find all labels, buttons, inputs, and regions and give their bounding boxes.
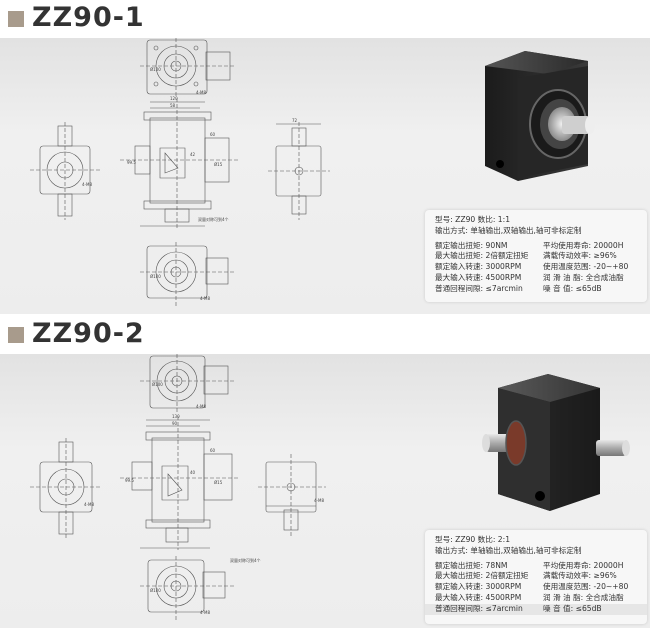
spec-cell: 满载传动效率: ≥96% [543,571,617,581]
spec-cell: 最大输入转速: 4500RPM [435,592,522,602]
left-view-drawing [30,122,100,220]
dim-label: 60 [210,132,216,137]
gearbox-photo [482,374,630,511]
section-header: ZZ90-2 [0,316,650,354]
spec-model: 型号: ZZ90 数比: 1:1 [435,215,511,224]
spec-cell: 平均使用寿命: 20000H [543,240,624,250]
technical-drawing: Ø100 4-M8 120 58 72 双量对称可到4个 Ø100 4-M8 9… [30,38,330,306]
spec-cell: 平均使用寿命: 20000H [543,560,624,570]
spec-cell: 噪 音 值: ≤65dB [543,283,602,293]
section-header: ZZ90-1 [0,0,650,38]
dim-label: 99.5 [127,160,136,165]
spec-table: 型号: ZZ90 数比: 1:1 输出方式: 单轴输出,双轴输出,轴可非标定制 … [425,210,647,302]
spec-cell: 使用温度范围: -20~+80 [543,262,629,272]
dim-label: Ø100 [150,274,161,279]
front-view-drawing [120,416,240,550]
dim-label: 4-M8 [314,498,324,503]
spec-cell: 最大输入转速: 4500RPM [435,272,522,282]
top-view-drawing [140,354,236,412]
dim-label: 4-M8 [196,404,206,409]
dim-label: 双量对称可到4个 [230,557,261,563]
spec-cell: 普通回程间隙: ≤7arcmin [435,283,523,293]
dim-label: 4-M8 [200,610,210,615]
dim-label: 60 [210,448,216,453]
dim-label: Ø15 [214,162,223,167]
section-marker [8,11,24,27]
content-panel: Ø100 4-M8 120 58 72 双量对称可到4个 Ø100 4-M8 9… [0,38,650,314]
technical-drawing: Ø100 4-M8 130 90 双量对称可到4个 Ø100 4-M8 99.5… [30,354,326,620]
bottom-view-drawing [140,242,236,306]
right-view-drawing [258,454,326,536]
spec-cell: 额定输入转速: 3000RPM [435,262,522,272]
section-title: ZZ90-1 [32,2,145,33]
spec-cell: 普通回程间隙: ≤7arcmin [435,603,523,613]
dim-label: 双量对称可到4个 [198,216,229,222]
spec-cell: 满载传动效率: ≥96% [543,251,617,261]
product-section-zz90-2: ZZ90-2 [0,316,650,628]
dim-label: 90 [172,421,178,426]
dim-label: 4-M8 [200,296,210,301]
right-view-drawing [268,122,330,220]
spec-cell: 额定输入转速: 3000RPM [435,582,522,592]
section-marker [8,327,24,343]
dim-label: Ø15 [214,480,223,485]
product-section-zz90-1: ZZ90-1 [0,0,650,314]
spec-cell: 润 滑 油 脂: 全合成油脂 [543,592,624,602]
front-view-drawing [120,98,240,230]
dim-label: 42 [190,152,196,157]
dim-label: Ø100 [150,588,161,593]
dim-label: 4-M8 [196,90,206,95]
spec-table: 型号: ZZ90 数比: 2:1 输出方式: 单轴输出,双轴输出,轴可非标定制 … [425,530,647,624]
gearbox-photo [485,51,595,181]
dim-label: Ø100 [150,67,161,72]
dim-label: 120 [170,96,178,101]
dim-label: 130 [172,414,180,419]
spec-cell: 最大输出扭矩: 2倍额定扭矩 [435,571,529,581]
spec-model: 型号: ZZ90 数比: 2:1 [435,535,511,544]
spec-cell: 最大输出扭矩: 2倍额定扭矩 [435,251,529,261]
dim-label: 58 [170,103,176,108]
spec-output-mode: 输出方式: 单轴输出,双轴输出,轴可非标定制 [435,225,582,235]
spec-cell: 额定输出扭矩: 78NM [435,560,508,570]
dim-label: 72 [292,118,298,123]
bottom-view-drawing [140,556,234,620]
spec-cell: 使用温度范围: -20~+80 [543,582,629,592]
dim-label: 99.5 [125,478,134,483]
section-title: ZZ90-2 [32,318,145,349]
spec-cell: 噪 音 值: ≤65dB [543,603,602,613]
left-view-drawing [30,438,102,538]
spec-cell: 润 滑 油 脂: 全合成油脂 [543,272,624,282]
spec-output-mode: 输出方式: 单轴输出,双轴输出,轴可非标定制 [435,545,582,555]
dim-label: 4-M8 [82,182,92,187]
spec-cell: 额定输出扭矩: 90NM [435,240,508,250]
content-panel: Ø100 4-M8 130 90 双量对称可到4个 Ø100 4-M8 99.5… [0,354,650,628]
dim-label: 4-M8 [84,502,94,507]
dim-label: 40 [190,470,196,475]
top-view-drawing [140,38,236,96]
dim-label: Ø100 [152,382,163,387]
